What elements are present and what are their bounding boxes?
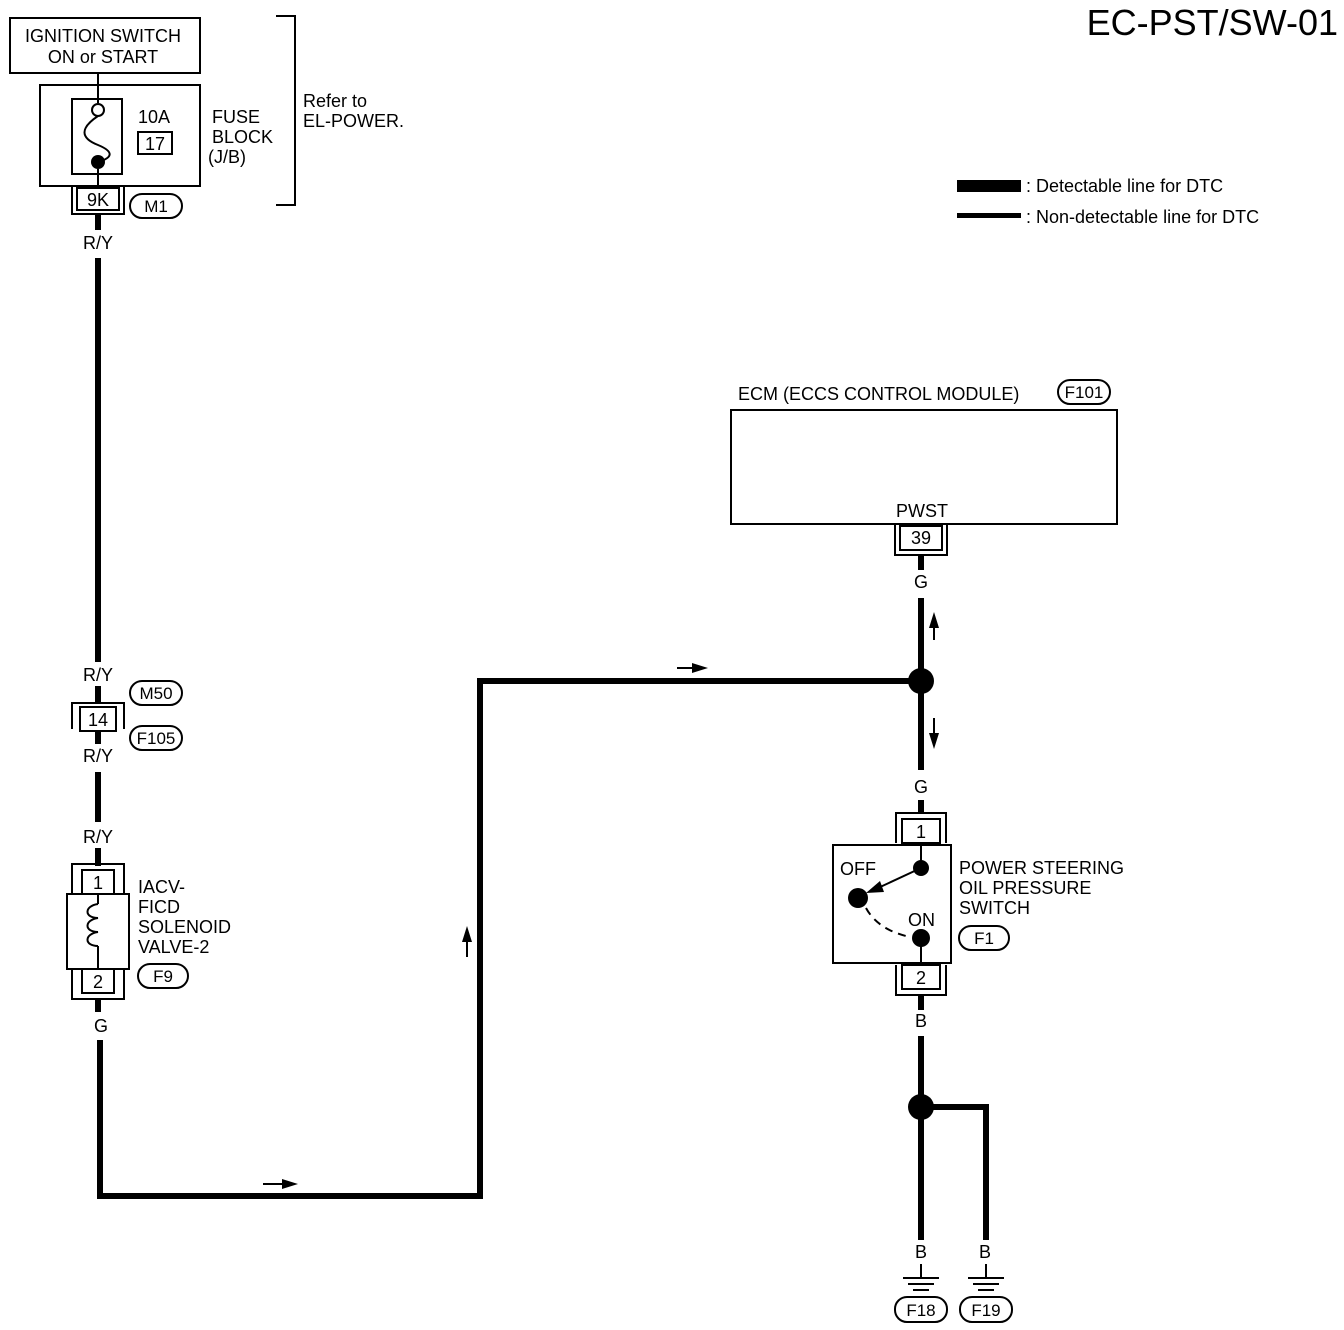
legend-detectable-swatch (957, 180, 1021, 192)
wire-ry-label-4: R/Y (83, 827, 113, 847)
wire-g-ecm-label: G (914, 572, 928, 592)
solenoid-label-line2: FICD (138, 897, 180, 917)
joint-connector-upper-badge (129, 680, 183, 706)
fuse-number: 17 (145, 134, 165, 154)
joint-connector-pin: 14 (88, 710, 108, 730)
legend: : Detectable line for DTC : Non-detectab… (957, 176, 1259, 227)
joint-connector: 14 M50 F105 (71, 680, 183, 751)
ecm-terminal-pin: 39 (911, 528, 931, 548)
flow-arrow-icon (462, 926, 472, 957)
solenoid-label-line3: SOLENOID (138, 917, 231, 937)
joint-connector-lower-badge (129, 725, 183, 751)
legend-detectable-text: : Detectable line for DTC (1026, 176, 1223, 196)
solenoid-label-line4: VALVE-2 (138, 937, 209, 957)
pressure-switch-label-line1: POWER STEERING (959, 858, 1124, 878)
wire-b-switch-label: B (915, 1011, 927, 1031)
ground-left-badge (894, 1296, 948, 1323)
wire-ry-label-2: R/Y (83, 665, 113, 685)
ecm-connector-badge (1057, 379, 1111, 405)
fuse-connector-pin: 9K (87, 190, 109, 210)
fuse-icon (83, 103, 111, 169)
refer-line1: Refer to (303, 91, 367, 111)
joint-connector-upper-id: M50 (139, 684, 172, 703)
pressure-switch-connector-badge (958, 925, 1010, 951)
flow-arrow-icon (929, 718, 939, 749)
joint-connector-lower-id: F105 (137, 729, 176, 748)
pressure-switch-label-line3: SWITCH (959, 898, 1030, 918)
ground-left-id: F18 (906, 1301, 935, 1320)
solenoid-connector-id: F9 (153, 967, 173, 986)
page-code: EC-PST/SW-01 (1087, 2, 1338, 43)
refer-bracket: Refer to EL-POWER. (276, 15, 404, 206)
pressure-switch-label-line2: OIL PRESSURE (959, 878, 1091, 898)
refer-line2: EL-POWER. (303, 111, 404, 131)
legend-non-detectable-swatch (957, 213, 1021, 218)
wire-b-branch-to-f19 (921, 1104, 989, 1240)
fuse-rating: 10A (138, 107, 170, 127)
wire-ry-label-3: R/Y (83, 746, 113, 766)
pressure-switch-off-label: OFF (840, 859, 876, 879)
pressure-switch-pin-top: 1 (916, 822, 926, 842)
fuse-block-label-line1: FUSE (212, 107, 260, 127)
flow-arrow-icon (263, 1179, 298, 1189)
ecm-title: ECM (ECCS CONTROL MODULE) (738, 384, 1019, 404)
ground-icon (903, 1264, 939, 1291)
ecm-terminal-name: PWST (896, 501, 948, 521)
wire-b-ground-2-label: B (979, 1242, 991, 1262)
wire-b-ground-1-label: B (915, 1242, 927, 1262)
legend-non-detectable-text: : Non-detectable line for DTC (1026, 207, 1259, 227)
fuse-connector-id: M1 (144, 197, 168, 216)
ground-right-id: F19 (971, 1301, 1000, 1320)
fuse-block-label-line2: BLOCK (212, 127, 273, 147)
solenoid-pin-top: 1 (93, 873, 103, 893)
ground-right-badge (959, 1296, 1013, 1323)
wire-g-solenoid-to-junction (97, 678, 921, 1199)
fuse-block-connector: 9K M1 (71, 186, 183, 219)
fuse-block-label-line3: (J/B) (208, 147, 246, 167)
ignition-switch: IGNITION SWITCH ON or START (9, 17, 201, 74)
flow-arrow-icon (677, 663, 708, 673)
pressure-switch-on-label: ON (908, 910, 935, 930)
solenoid-connector-badge (137, 963, 189, 989)
ignition-switch-line2: ON or START (48, 47, 158, 67)
solenoid-valve: 1 2 IACV- FICD SOLENOID VALVE-2 F9 (66, 863, 231, 1000)
wire-g-switch-label: G (914, 777, 928, 797)
wire-g-solenoid-label: G (94, 1016, 108, 1036)
flow-arrow-icon (929, 612, 939, 640)
coil-icon (86, 894, 99, 969)
ecm: ECM (ECCS CONTROL MODULE) F101 PWST 39 (730, 379, 1118, 556)
ecm-connector-id: F101 (1065, 383, 1104, 402)
ground-icon (968, 1264, 1004, 1291)
pressure-switch-pin-bottom: 2 (916, 968, 926, 988)
pressure-switch-connector-id: F1 (974, 929, 994, 948)
wire-ry-label-1: R/Y (83, 233, 113, 253)
fuse-connector-id-badge (129, 193, 183, 219)
fuse-block: 10A 17 FUSE BLOCK (J/B) (39, 73, 273, 190)
solenoid-pin-bottom: 2 (93, 972, 103, 992)
solenoid-label-line1: IACV- (138, 877, 185, 897)
pressure-switch: 1 OFF ON 2 POWER STEERING OIL PRESSURE S… (832, 812, 1124, 996)
ignition-switch-line1: IGNITION SWITCH (25, 26, 181, 46)
